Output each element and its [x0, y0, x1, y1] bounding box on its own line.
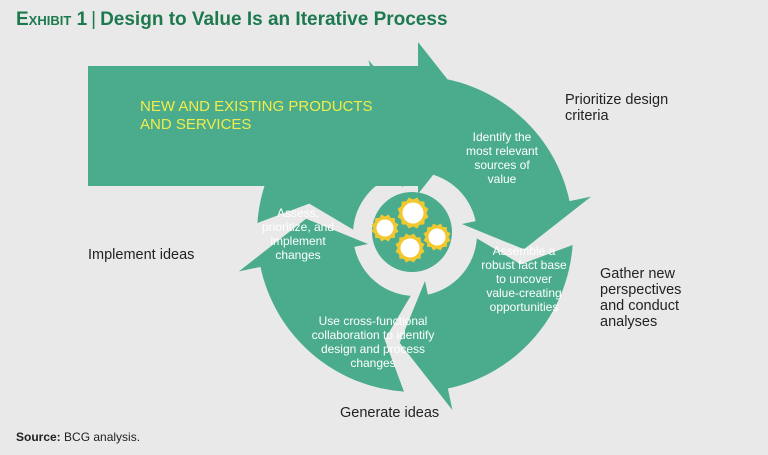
gear-icon — [371, 214, 399, 242]
step-label-generate: Generate ideas — [340, 405, 440, 421]
cycle-arrow-implement — [257, 60, 425, 230]
source-note: Source: BCG analysis. — [16, 430, 140, 444]
big-arrow-line2: AND SERVICES — [140, 116, 252, 133]
cycle-arrow-gather — [399, 238, 573, 411]
gear-icon — [397, 197, 429, 229]
gear-icon — [423, 223, 451, 251]
big-arrow-line1: NEW AND EXISTING PRODUCTS — [140, 98, 373, 115]
source-text: BCG analysis. — [64, 430, 141, 444]
step-inner-implement: Assess, prioritize, and implement change… — [261, 206, 335, 262]
gear-icon — [395, 233, 425, 263]
exhibit-title: Exhibit 1|Design to Value Is an Iterativ… — [16, 9, 448, 31]
step-label-implement: Implement ideas — [88, 247, 195, 263]
gears-icon — [371, 197, 451, 263]
step-inner-generate: Use cross-functional collaboration to id… — [311, 314, 435, 370]
step-inner-gather: Assemble a robust fact base to uncover v… — [481, 244, 567, 314]
step-label-prioritize: Prioritize design criteria — [565, 92, 669, 124]
cycle-arrow-generate — [238, 218, 411, 392]
source-label: Source: — [16, 430, 61, 444]
exhibit-number: Exhibit 1 — [16, 9, 88, 30]
step-inner-prioritize: Identify the most relevant sources of va… — [465, 130, 539, 186]
title-text: Design to Value Is an Iterative Process — [100, 9, 448, 30]
step-label-gather: Gather new perspectives and conduct anal… — [600, 266, 682, 330]
cycle-arrow-prioritize — [417, 76, 592, 250]
center-hub — [372, 192, 452, 272]
title-separator: | — [91, 9, 97, 30]
